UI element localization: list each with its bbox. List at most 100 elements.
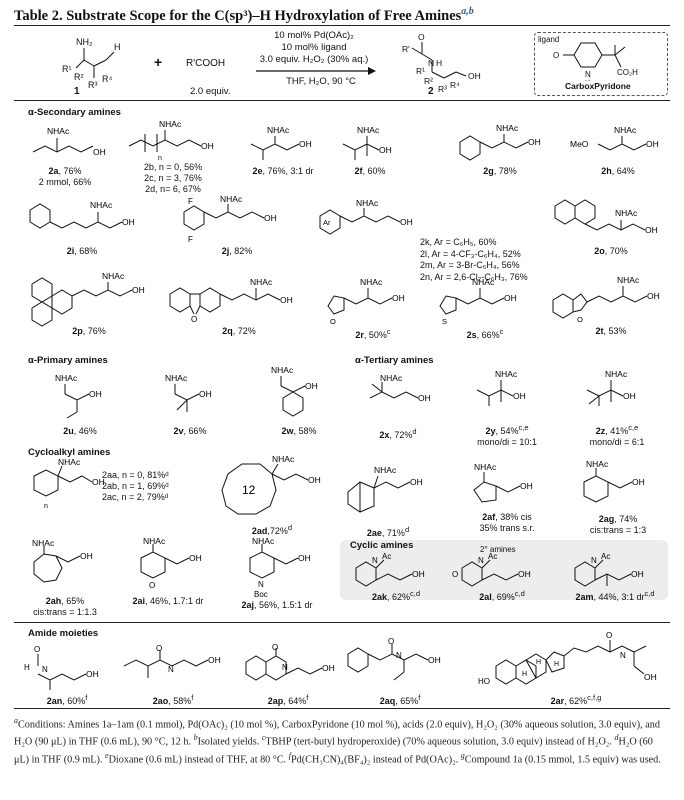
- svg-text:OH: OH: [646, 139, 659, 149]
- compound-2al: N Ac O OH 2al, 69%c,d: [452, 552, 531, 602]
- compound-2x: NHAc OH 2x, 72%d: [358, 372, 438, 441]
- svg-text:Ac: Ac: [382, 552, 391, 561]
- nh2-label: NH₂: [76, 37, 93, 47]
- compound-2h: MeO NHAc OH 2h, 64%: [570, 125, 659, 176]
- compound-2y: NHAc OH 2y, 54%c,e mono/di = 10:1: [476, 369, 537, 447]
- svg-text:NHAc: NHAc: [250, 277, 273, 287]
- top-rule: [14, 25, 670, 26]
- svg-text:R³: R³: [88, 80, 98, 90]
- svg-text:NHAc: NHAc: [159, 119, 182, 129]
- svg-text:H: H: [522, 671, 527, 678]
- svg-text:R⁴: R⁴: [450, 80, 460, 90]
- compound-2k-scaffold: Ar NHAc OH: [312, 198, 422, 248]
- svg-text:N: N: [372, 556, 378, 565]
- svg-text:NHAc: NHAc: [165, 373, 188, 383]
- svg-text:OH: OH: [298, 553, 311, 563]
- svg-text:NHAc: NHAc: [356, 198, 379, 208]
- compound-2j: F F NHAc OH 2j, 82%: [172, 194, 302, 257]
- svg-text:NHAc: NHAc: [143, 536, 166, 546]
- svg-text:R²: R²: [74, 72, 84, 82]
- svg-text:R': R': [402, 44, 410, 54]
- svg-text:OH: OH: [428, 655, 441, 665]
- svg-text:NHAc: NHAc: [252, 536, 275, 546]
- amine-1-structure: NH₂ R¹ R² R³ R⁴ H: [62, 37, 121, 90]
- conditions-below: THF, H₂O, 90 °C: [286, 76, 356, 87]
- svg-text:OH: OH: [189, 553, 202, 563]
- compound-2q: O NHAc OH 2q, 72%: [164, 276, 314, 337]
- product-2-structure: R' O N H R¹ R² R³ R⁴ OH: [402, 32, 481, 94]
- svg-text:OH: OH: [647, 291, 660, 301]
- svg-text:NHAc: NHAc: [90, 200, 113, 210]
- svg-text:NHAc: NHAc: [605, 369, 628, 379]
- section-tertiary: α-Tertiary amines: [355, 355, 434, 366]
- compound-2ae: NHAc OH 2ae, 71%d: [338, 462, 438, 539]
- ligand-tag: ligand: [538, 35, 560, 44]
- compound-2e: NHAc OH 2e, 76%, 3:1 dr: [250, 125, 314, 176]
- svg-text:N: N: [591, 556, 597, 565]
- section-amide: Amide moieties: [28, 628, 99, 639]
- compound-2a: NHAc OH 2a, 76% 2 mmol, 66%: [20, 122, 110, 188]
- compound-2ag: NHAc OH 2ag, 74% cis:trans = 1:3: [583, 459, 647, 535]
- svg-text:N: N: [620, 651, 626, 660]
- svg-text:OH: OH: [644, 672, 657, 682]
- compound-2u: NHAc OH 2u, 46%: [55, 373, 102, 436]
- svg-text:NHAc: NHAc: [474, 462, 497, 472]
- svg-text:NHAc: NHAc: [586, 459, 609, 469]
- svg-text:NHAc: NHAc: [32, 538, 55, 548]
- svg-text:R¹: R¹: [62, 64, 72, 74]
- svg-text:OH: OH: [392, 293, 405, 303]
- svg-text:N: N: [42, 665, 48, 674]
- svg-text:OH: OH: [308, 475, 321, 485]
- svg-text:O: O: [272, 643, 278, 652]
- section-cycloalkyl: Cycloalkyl amines: [28, 447, 111, 458]
- table-title: Table 2. Substrate Scope for the C(sp³)–…: [14, 6, 474, 24]
- compound-2f: NHAc OH 2f, 60%: [330, 122, 410, 177]
- svg-text:N: N: [396, 651, 402, 660]
- svg-text:OH: OH: [632, 477, 645, 487]
- conditions-above: 10 mol% Pd(OAc)₂ 10 mol% ligand 3.0 equi…: [259, 30, 369, 65]
- svg-text:OH: OH: [80, 551, 93, 561]
- svg-text:F: F: [188, 197, 193, 206]
- svg-text:O: O: [606, 631, 612, 640]
- svg-text:F: F: [188, 235, 193, 244]
- svg-text:H: H: [585, 80, 590, 81]
- compound-2aa-2ac-list: 2aa, n = 0, 81%ᵈ 2ab, n = 1, 69%ᵈ 2ac, n…: [102, 470, 169, 502]
- acid-label: R'COOH: [186, 58, 226, 69]
- svg-text:12: 12: [242, 483, 256, 497]
- svg-text:N: N: [428, 58, 434, 68]
- secondary-amines-tag: 2° amines: [480, 545, 516, 554]
- svg-text:N: N: [258, 580, 264, 589]
- svg-text:NHAc: NHAc: [615, 208, 638, 218]
- svg-text:OH: OH: [201, 141, 214, 151]
- svg-text:OH: OH: [418, 393, 431, 403]
- svg-text:OH: OH: [528, 137, 541, 147]
- svg-text:O: O: [418, 32, 425, 42]
- reagent-label-1: 1: [74, 86, 80, 97]
- svg-text:OH: OH: [631, 569, 644, 579]
- svg-text:NHAc: NHAc: [617, 275, 640, 285]
- svg-text:O: O: [330, 317, 336, 326]
- reaction-arrow: [256, 67, 376, 75]
- section-secondary: α-Secondary amines: [28, 107, 121, 118]
- svg-text:OH: OH: [92, 477, 105, 487]
- cyclic-amines-panel: [340, 540, 668, 600]
- compound-2i: NHAc OH 2i, 68%: [22, 196, 142, 257]
- svg-text:NHAc: NHAc: [374, 465, 397, 475]
- amide-rule: [14, 622, 670, 623]
- svg-text:OH: OH: [86, 669, 99, 679]
- svg-text:NHAc: NHAc: [495, 369, 518, 379]
- compound-2g: NHAc OH 2g, 78%: [450, 122, 550, 177]
- compound-2z: NHAc OH 2z, 41%c,e mono/di = 6:1: [572, 366, 662, 448]
- svg-text:NHAc: NHAc: [271, 365, 294, 375]
- svg-text:R¹: R¹: [416, 66, 425, 76]
- svg-text:Ar: Ar: [323, 218, 331, 227]
- compound-2k-2n-list: 2k, Ar = C₆H₅, 60% 2l, Ar = 4-CF₃-C₆H₄, …: [420, 237, 528, 282]
- svg-text:OH: OH: [623, 391, 636, 401]
- svg-text:OH: OH: [513, 391, 526, 401]
- compound-2ao: O N OH 2ao, 58%f: [118, 644, 228, 707]
- svg-text:OH: OH: [305, 381, 318, 391]
- svg-text:NHAc: NHAc: [102, 271, 125, 281]
- svg-text:NHAc: NHAc: [614, 125, 637, 135]
- svg-text:NHAc: NHAc: [496, 123, 519, 133]
- svg-text:NHAc: NHAc: [380, 373, 403, 383]
